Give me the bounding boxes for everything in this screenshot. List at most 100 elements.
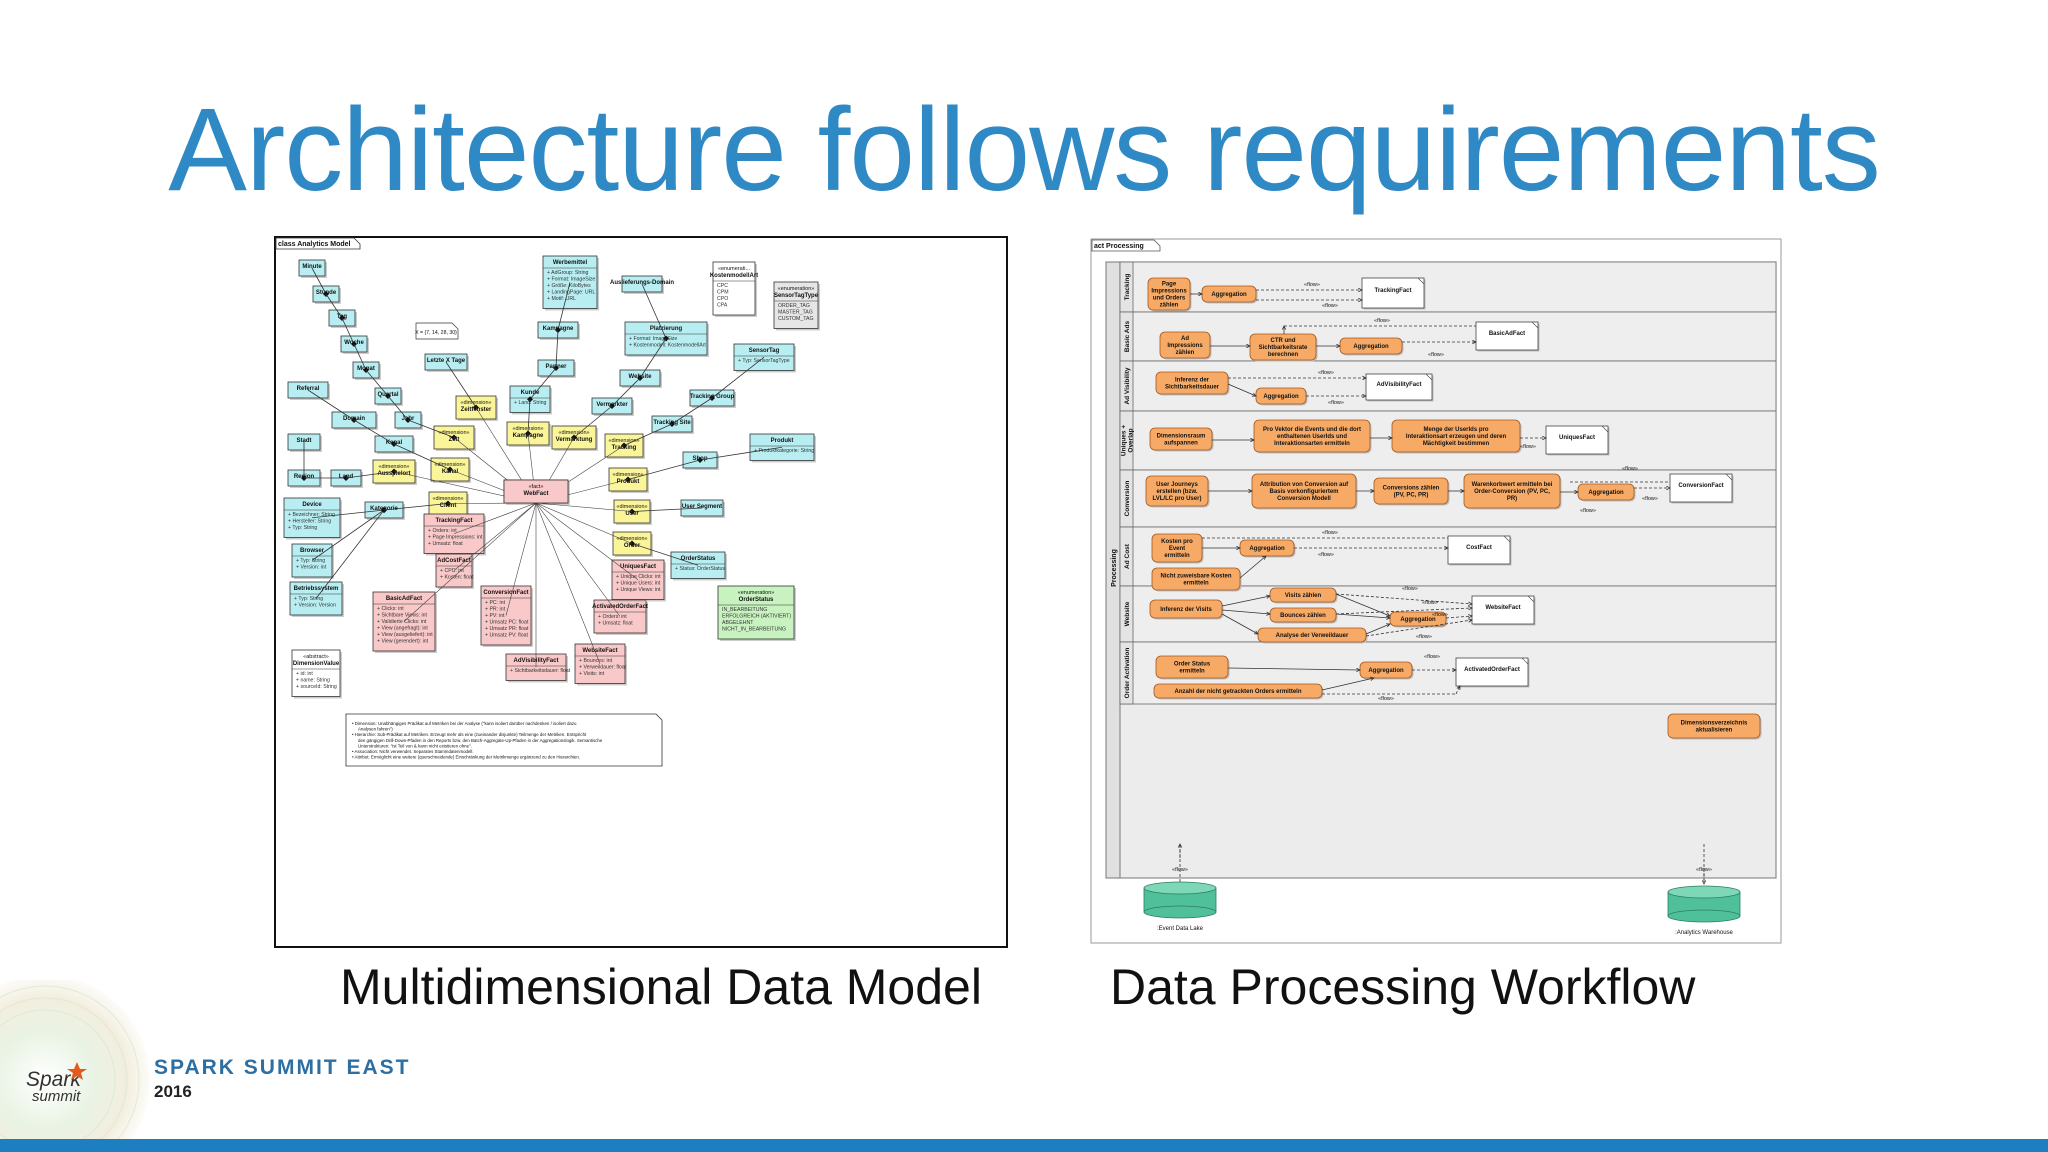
box-body xyxy=(542,255,598,309)
hierarchy-line xyxy=(641,283,667,339)
swimlane-label: Order Activation xyxy=(1124,648,1131,699)
flow-label: «flow» xyxy=(1402,586,1418,592)
hierarchy-line xyxy=(631,507,703,512)
stereotype-text: «dimension» xyxy=(438,430,469,436)
store-top xyxy=(1143,881,1217,895)
arrow-head xyxy=(1456,685,1461,691)
attribute-text: + View (gerendert): int xyxy=(377,639,429,645)
action-aggregation-order: Aggregation xyxy=(1359,661,1414,680)
attribute-text: + Typ: String xyxy=(296,558,325,564)
output-websitefact: WebsiteFact xyxy=(1471,595,1536,626)
attribute-text: + Orders: int xyxy=(598,614,627,620)
attribute-text: + Umsatz PR: float xyxy=(485,626,529,632)
processing-label: Processing xyxy=(1111,549,1118,587)
hierarchy-line xyxy=(407,419,455,438)
attribute-text: + Motif: URL xyxy=(547,296,576,302)
box-body xyxy=(717,585,795,640)
attribute-text: + Status: OrderStatus xyxy=(675,566,725,572)
arrow-head xyxy=(1236,545,1241,551)
class-name: Produkt xyxy=(771,438,794,444)
hierarchy-line xyxy=(573,405,613,438)
object-corner xyxy=(1521,657,1529,665)
swimlane-label: Uniques + xyxy=(1121,425,1128,456)
action-label: Menge der UserIds pro xyxy=(1423,427,1488,433)
hierarchy-line xyxy=(639,338,667,379)
hierarchy-line xyxy=(557,282,571,331)
kampagne-box: Kampagne xyxy=(537,321,580,340)
object-label: AdVisibilityFact xyxy=(1377,382,1422,388)
object-corner xyxy=(1531,321,1539,329)
right-caption: Data Processing Workflow xyxy=(1110,959,1696,1015)
spark-summit-logo: Spark summit xyxy=(0,975,150,1152)
stereotype-text: «abstract» xyxy=(303,654,329,660)
attribute-text: + Produktkategorie: String xyxy=(754,448,814,454)
attribute-text: IN_BEARBEITUNG xyxy=(722,607,767,613)
arrow-head xyxy=(1468,601,1473,606)
arrow-head xyxy=(1460,488,1465,494)
arrow-head xyxy=(1198,291,1203,297)
action-label: Bounces zählen xyxy=(1280,613,1326,619)
flow-label: «flow» xyxy=(1696,867,1712,873)
swimlane-label: Website xyxy=(1124,601,1131,626)
arrow-head xyxy=(1266,594,1271,599)
arrow-head xyxy=(1370,488,1375,494)
attribute-text: CPC xyxy=(717,283,728,289)
legend-text: Analysen fahren") xyxy=(358,727,393,732)
class-name: Minute xyxy=(302,264,322,270)
arrow-head xyxy=(1468,614,1473,619)
action-body xyxy=(1149,599,1223,619)
hierarchy-line xyxy=(315,509,385,599)
class-name: OrderStatus xyxy=(681,556,716,562)
attribute-text: ORDER_TAG xyxy=(778,303,810,309)
stereotype-text: «dimension» xyxy=(378,464,409,470)
attribute-text: + Format: ImageSize xyxy=(547,277,595,283)
action-conversions-zaehlen: Conversions zählen(PV, PC, PR) xyxy=(1373,477,1450,506)
webfact-spoke xyxy=(535,502,621,617)
webfact-stereotype: «fact» xyxy=(529,484,544,490)
action-label: ermitteln xyxy=(1164,553,1190,559)
action-label: Analyse der Verweildauer xyxy=(1276,633,1349,639)
flow-label: «flow» xyxy=(1374,318,1390,324)
action-label: berechnen xyxy=(1268,352,1299,358)
arrow-head xyxy=(1701,880,1707,885)
store-label: :Event Data Lake xyxy=(1157,926,1204,932)
action-aggregation-basicads: Aggregation xyxy=(1339,337,1404,356)
attribute-text: + Visits: int xyxy=(579,671,605,677)
attribute-text: + PC: int xyxy=(485,600,506,606)
output-uniquesfact: UniquesFact xyxy=(1545,425,1610,456)
class-name: Referral xyxy=(297,386,320,392)
flow-label: «flow» xyxy=(1424,654,1440,660)
arrow-head xyxy=(1251,392,1257,397)
action-label: Aggregation xyxy=(1400,617,1436,623)
class-name: Stadt xyxy=(297,438,312,444)
object-label: WebsiteFact xyxy=(1485,605,1520,611)
swimlane-label: Overlap xyxy=(1128,428,1135,452)
attribute-text: + Unique Views: int xyxy=(616,587,661,593)
attribute-text: + id: int xyxy=(296,671,313,677)
output-basicadfact: BasicAdFact xyxy=(1475,321,1540,352)
attribute-text: + Typ: String xyxy=(294,596,323,602)
stereotype-text: «enumeration» xyxy=(778,286,815,292)
hierarchy-line xyxy=(631,543,699,566)
class-name: Werbemittel xyxy=(553,260,588,266)
arrow-head xyxy=(1356,667,1361,673)
flow-label: «flow» xyxy=(1428,352,1444,358)
activity-frame-tab xyxy=(1091,239,1161,252)
action-visits-zaehlen: Visits zählen xyxy=(1269,587,1338,604)
attribute-text: CUSTOM_TAG xyxy=(778,316,814,322)
action-body xyxy=(1269,607,1337,623)
action-aggregation-tracking: Aggregation xyxy=(1201,285,1258,304)
action-label: Interaktionsart erzeugen und deren xyxy=(1406,434,1507,440)
attribute-text: CPM xyxy=(717,290,729,296)
action-label: Order Status xyxy=(1174,662,1211,668)
action-body xyxy=(1159,331,1211,359)
attribute-text: + Bezeichner: String xyxy=(288,512,335,518)
arrow-head xyxy=(1666,485,1671,491)
action-label: LVL/LC pro User) xyxy=(1153,496,1202,502)
attribute-text: + Land: String xyxy=(514,400,547,406)
attribute-text: + Unique Users: int xyxy=(616,581,661,587)
produkt-box: Produkt + Produktkategorie: String xyxy=(749,433,816,463)
attribute-text: + Umsatz: float xyxy=(428,541,463,547)
attribute-text: + Kostenmodell: KostenmodellArt xyxy=(629,343,706,349)
